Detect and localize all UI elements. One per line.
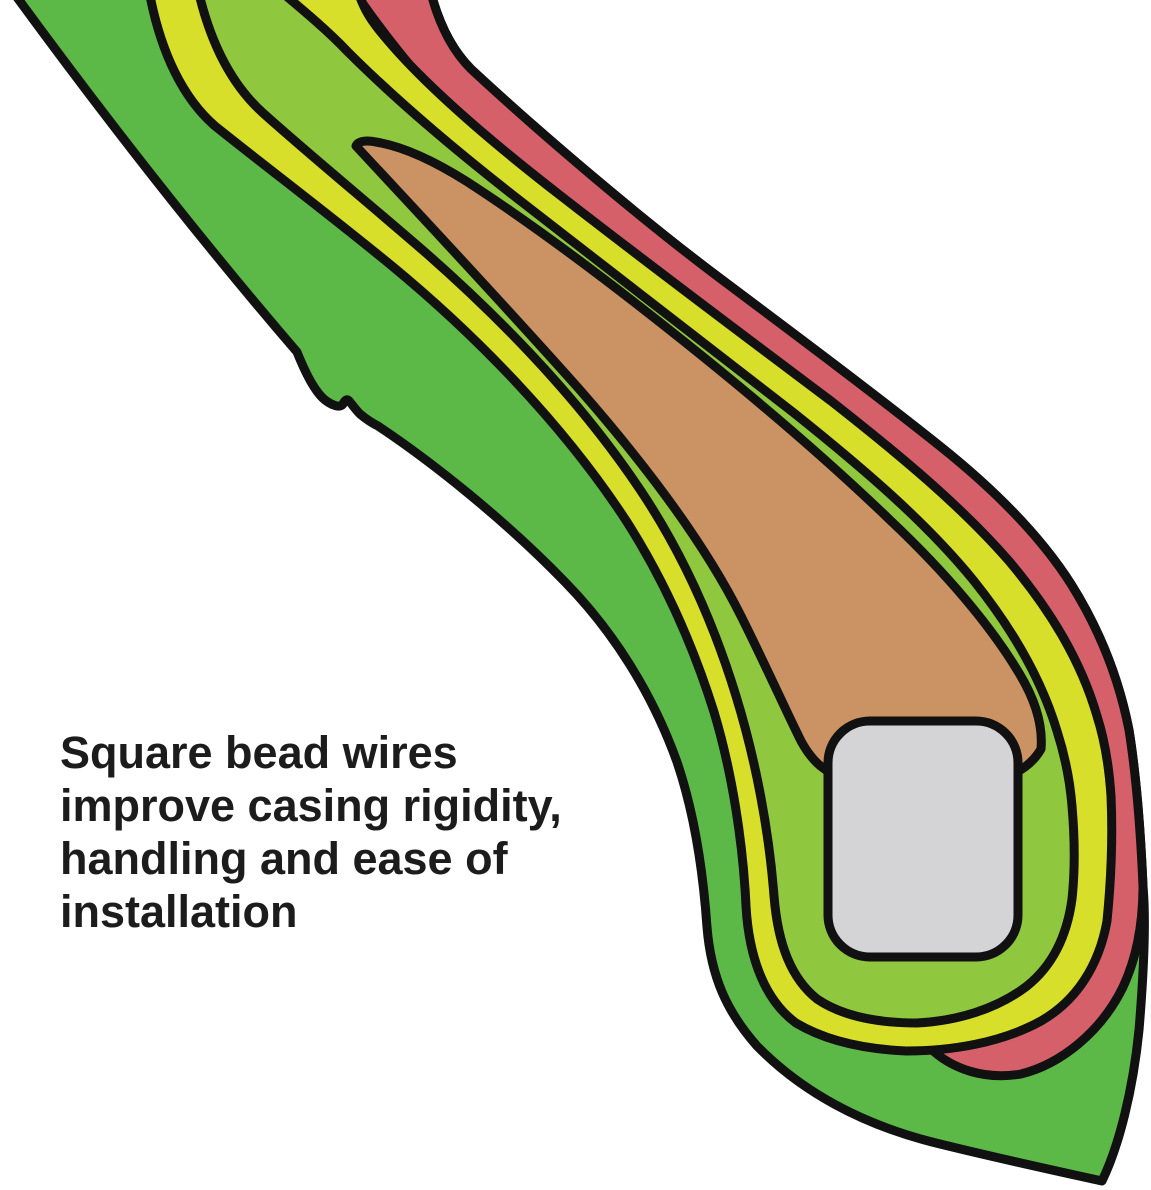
square-bead-wire bbox=[823, 716, 1023, 962]
bead-apex-filler bbox=[351, 136, 1046, 784]
caption-line-1: Square bead wires bbox=[60, 727, 458, 778]
caption-line-3: handling and ease of bbox=[60, 833, 508, 884]
caption-line-2: improve casing rigidity, bbox=[60, 780, 562, 831]
caption-line-4: installation bbox=[60, 886, 298, 937]
caption-text: Square bead wires improve casing rigidit… bbox=[60, 726, 620, 938]
